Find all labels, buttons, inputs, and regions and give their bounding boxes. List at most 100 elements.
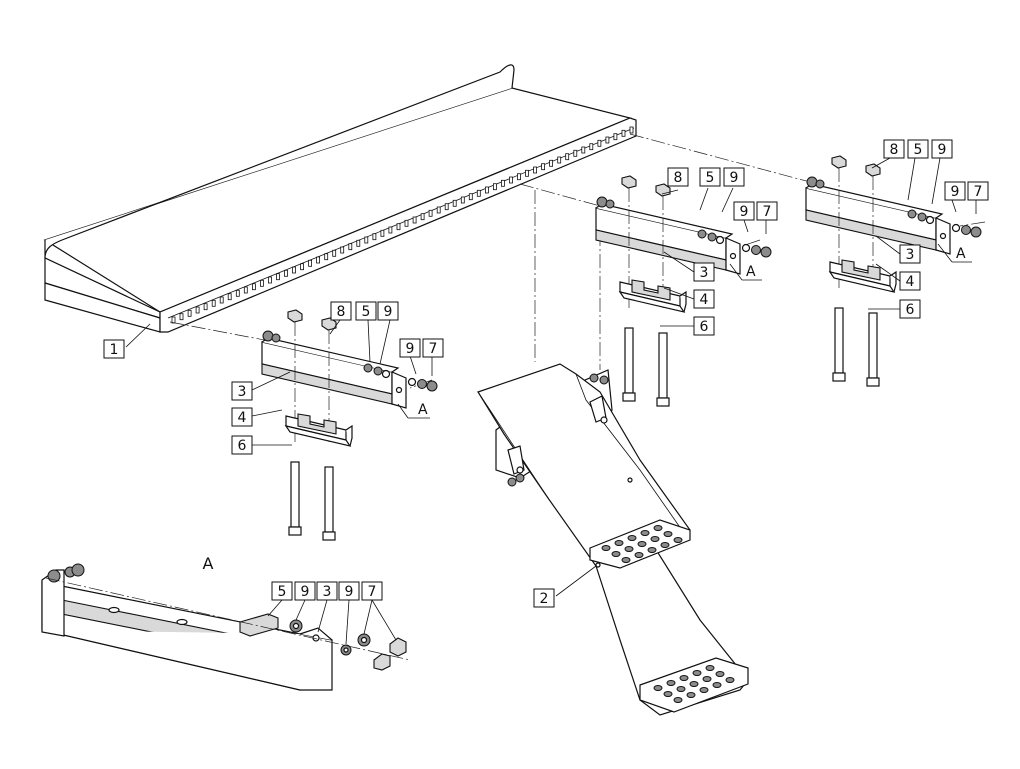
step-hole [676,686,686,692]
shelf-slot [171,316,176,324]
shelf-slot [412,216,417,224]
shelf-slot [364,236,369,244]
step-hole [679,675,689,681]
shelf-slot [251,283,256,291]
callout-3-middle: 3 [700,265,709,281]
shelf-slot [533,166,537,174]
shelf-slot [573,149,578,157]
step-hole [627,535,637,541]
shelf-slot [300,263,305,271]
callout-8-right: 8 [890,142,899,158]
shelf-slot [195,306,200,314]
callout-3-right: 3 [906,247,915,263]
shelf-slot [613,133,618,141]
callout-5-middle: 5 [706,170,715,186]
detail-a-view [41,563,411,691]
step-hole [663,531,673,537]
shelf-slot [629,126,634,134]
step-hole [702,676,712,682]
shelf-slot [509,176,513,184]
step-hole [699,687,709,693]
callout-4-right: 4 [906,274,915,290]
shelf-slot [187,309,192,317]
shelf-slot [276,273,280,281]
shelf-slot [549,159,553,167]
callout-9-detail-a: 9 [301,584,310,600]
detail-a-title: A [203,554,214,573]
shelf-slot [235,289,240,297]
callout-6-right: 6 [906,302,915,318]
step-hole [725,677,735,683]
step-hole [666,680,676,686]
step-hole [653,525,663,531]
callout-5-right: 5 [914,142,923,158]
callout-5-detail: 5 [278,584,287,600]
step-hole [663,691,673,697]
svg-text:2: 2 [540,591,549,607]
shelf-slot [621,129,626,137]
step-hole [715,671,725,677]
step-lower-holes [653,665,735,703]
shelf-slot [348,243,353,251]
callout-7-middle: 7 [763,204,772,220]
step-hole [624,546,634,552]
step-hole [673,537,683,543]
callout-9-right-b: 9 [951,184,960,200]
shelf-slot [243,286,248,294]
step-hole [640,530,650,536]
callout-group-right: 3 4 6 8 5 9 9 7 A [883,139,989,319]
step-hole [611,551,621,557]
step-hole [712,682,722,688]
callout-9-left-a: 9 [384,304,393,320]
callout-5-left: 5 [362,304,371,320]
shelf-slot [452,199,457,207]
step-hole [692,670,702,676]
callout-8-left: 8 [337,304,346,320]
step-hole [634,552,644,558]
shelf-slot [541,163,545,171]
shelf-slot [219,296,224,304]
shelf-slot [404,219,409,227]
step-hole [637,541,647,547]
shelf-slot [444,203,449,211]
shelf-slot [476,189,481,197]
callout-part-2: 2 [533,588,555,608]
callout-9-detail-b: 9 [345,584,354,600]
svg-text:1: 1 [110,342,119,358]
step-ladder-part [477,363,749,716]
callout-4-left: 4 [238,410,247,426]
step-hole [705,665,715,671]
step-hole [673,697,683,703]
callout-3-detail: 3 [323,584,332,600]
callout-6-middle: 6 [700,319,709,335]
step-hole [621,557,631,563]
callout-9-left-b: 9 [406,341,415,357]
shelf-slot [259,279,264,287]
shelf-slot [292,266,296,274]
callout-group-detail: A 5 9 3 9 7 [203,554,383,601]
step-hole [647,547,657,553]
detail-ref-a-left: A [418,402,428,418]
shelf-slot [436,206,441,214]
shelf-slot [340,246,345,254]
step-hole [650,536,660,542]
shelf-slot [605,136,610,144]
shelf-slot [525,169,529,177]
shelf-slot [284,269,288,277]
callout-7-left: 7 [429,341,438,357]
detail-ref-a-middle: A [746,264,756,280]
shelf-slot [428,209,433,217]
shelf-slot [179,313,184,321]
detail-ref-a-right: A [956,246,966,262]
shelf-slot [267,276,272,284]
callout-9-middle-b: 9 [740,204,749,220]
shelf-slot [332,249,337,257]
callout-7-right: 7 [974,184,983,200]
shelf-slot [492,183,497,191]
callout-8-middle: 8 [674,170,683,186]
shelf-slot [565,153,570,161]
shelf-slot [396,223,401,231]
step-hole [660,542,670,548]
shelf-slot [356,239,361,247]
